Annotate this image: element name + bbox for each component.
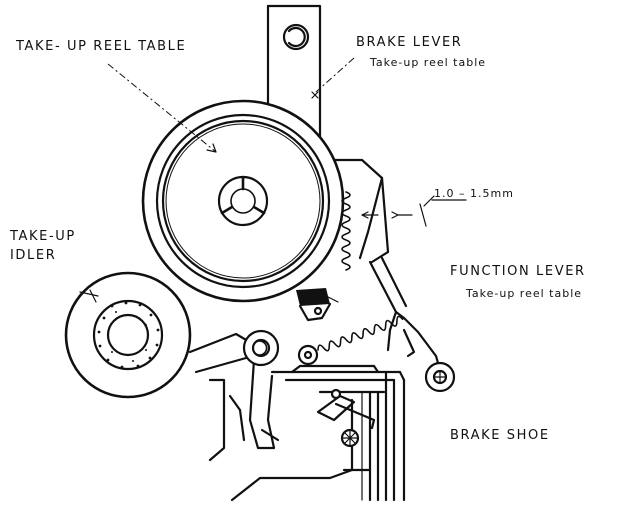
leader-idler-tick [89,289,97,303]
brake-spring [341,191,351,271]
label-brake-lever-sub: Take-up reel table [369,56,486,69]
label-takeup-reel-table: TAKE- UP REEL TABLE [15,39,186,54]
leader-takeup-reel-arrow [206,143,217,153]
function-lever-roller [424,361,456,393]
label-function-lever-sub: Take-up reel table [465,287,582,300]
function-spring [297,315,404,366]
idler-rubber-texture [97,301,160,369]
label-takeup-idler-line2: IDLER [10,248,56,263]
brake-shoe-assembly [316,388,376,448]
gap-dimension-label: 1.0 – 1.5mm [434,187,514,200]
function-lever [368,256,456,393]
lever-mark [311,91,319,99]
pivot-screw-top [282,23,310,51]
leader-takeup-reel [107,63,217,153]
leader-takeup-idler [79,291,99,297]
brake-shoe-screw [340,428,360,448]
chassis-plate [208,364,406,502]
takeup-idler [64,271,192,399]
brake-lever [266,4,390,264]
label-brake-lever: BRAKE LEVER [356,35,462,50]
label-takeup-idler-line1: TAKE-UP [9,229,76,244]
takeup-reel-table [141,99,345,303]
gap-dimension: 1.0 – 1.5mm [361,187,514,227]
label-brake-shoe: BRAKE SHOE [450,428,550,443]
idler-arm [188,329,280,450]
leader-brake-lever [315,57,355,93]
brake-shoe [296,288,339,322]
label-function-lever: FUNCTION LEVER [450,264,586,279]
idler-arm-pivot [242,329,280,367]
